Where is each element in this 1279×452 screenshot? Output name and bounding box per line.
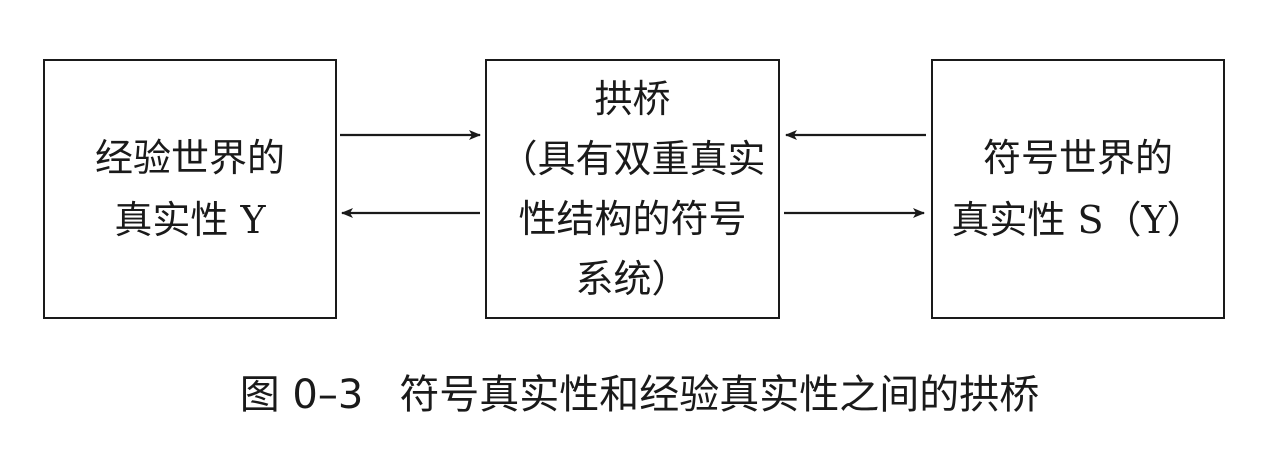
bridge-box: 拱桥 （具有双重真实 性结构的符号 系统） xyxy=(485,59,780,319)
figure-caption: 图 0–3 符号真实性和经验真实性之间的拱桥 xyxy=(0,362,1279,420)
figure-caption-text: 符号真实性和经验真实性之间的拱桥 xyxy=(399,372,1040,418)
experience-box-line-1: 经验世界的 xyxy=(94,136,285,180)
bridge-box-line-2: （具有双重真实 xyxy=(499,137,766,181)
bridge-box-line-4: 系统） xyxy=(575,257,690,301)
experience-world-box: 经验世界的 真实性 Y xyxy=(43,59,337,319)
symbol-box-line-2: 真实性 S（Y） xyxy=(951,198,1205,242)
symbol-box-line-1: 符号世界的 xyxy=(982,136,1173,180)
bridge-box-line-3: 性结构的符号 xyxy=(518,197,747,241)
symbol-world-box: 符号世界的 真实性 S（Y） xyxy=(931,59,1225,319)
figure-number: 图 0–3 xyxy=(239,372,364,418)
bridge-box-line-1: 拱桥 xyxy=(594,77,671,121)
experience-box-line-2: 真实性 Y xyxy=(114,198,266,242)
